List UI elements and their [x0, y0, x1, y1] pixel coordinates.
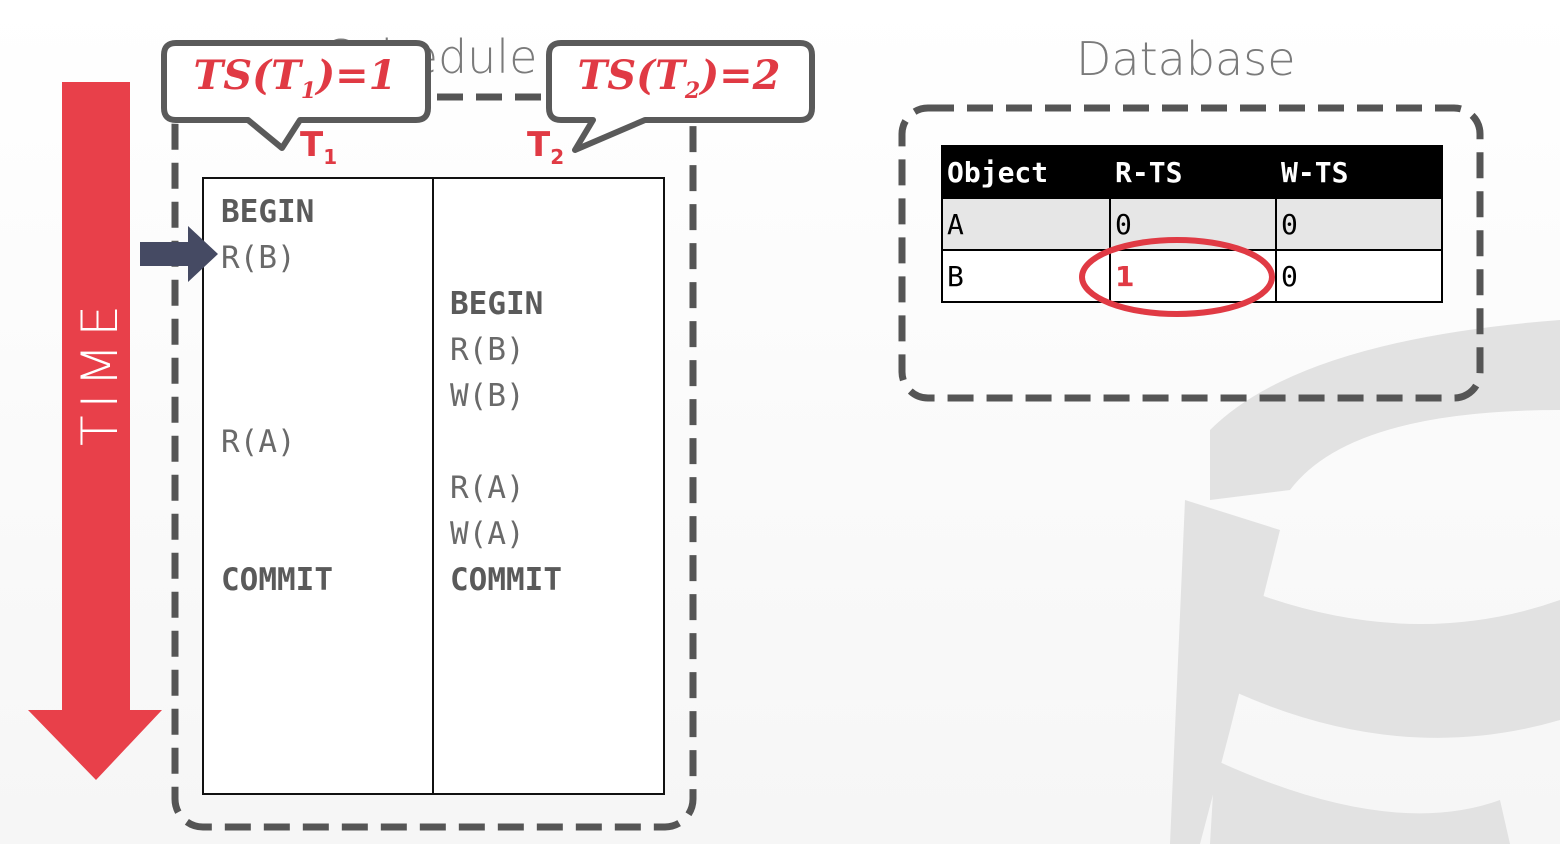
- t2-write-b: W(B): [450, 378, 525, 414]
- logo-top-band: [1210, 320, 1560, 500]
- t2-label: T2: [527, 125, 564, 169]
- row-a-w-ts: 0: [1275, 197, 1443, 251]
- schedule-frame: [171, 93, 697, 831]
- database-title: Database: [1076, 32, 1296, 86]
- t2-write-a: W(A): [450, 516, 525, 552]
- t1-label-letter: T: [300, 125, 324, 165]
- header-object: Object: [941, 145, 1111, 199]
- t2-label-letter: T: [527, 125, 551, 165]
- t2-read-b: R(B): [450, 332, 525, 368]
- callout-t2-bubble: [546, 40, 815, 153]
- logo-middle-band: [1200, 570, 1560, 738]
- callout-t1-sub: 1: [300, 78, 317, 104]
- row-b-r-ts: 1: [1109, 249, 1277, 303]
- t1-begin: BEGIN: [221, 194, 315, 230]
- database-frame: [898, 104, 1484, 402]
- t2-read-a: R(A): [450, 470, 525, 506]
- table-row: A 0 0: [941, 197, 1443, 251]
- callout-t2-sub: 2: [684, 78, 701, 104]
- t1-label: T1: [300, 125, 337, 169]
- t1-label-sub: 1: [323, 144, 338, 169]
- header-w-ts: W-TS: [1275, 145, 1443, 199]
- row-a-object: A: [941, 197, 1111, 251]
- callout-t2-suffix: )=2: [700, 52, 781, 99]
- time-arrow: [28, 82, 162, 780]
- callout-t2-text: TS(T2)=2: [550, 52, 808, 104]
- schedule-column-divider: [432, 179, 434, 793]
- callout-t1-bubble: [161, 40, 431, 151]
- callout-t1-suffix: )=1: [316, 52, 397, 99]
- t2-begin: BEGIN: [450, 286, 544, 322]
- table-row: B 1 0: [941, 249, 1443, 303]
- t1-read-b: R(B): [221, 240, 296, 276]
- logo-bottom-band: [1210, 760, 1510, 844]
- header-r-ts: R-TS: [1109, 145, 1277, 199]
- current-step-pointer-icon: [140, 226, 218, 282]
- callout-t1-prefix: TS(T: [193, 52, 301, 99]
- database-logo-watermark: [1170, 320, 1560, 844]
- time-label: TIME: [71, 297, 129, 446]
- t2-label-sub: 2: [550, 144, 565, 169]
- callout-t1-text: TS(T1)=1: [165, 52, 425, 104]
- schedule-table: [202, 177, 665, 795]
- row-b-w-ts: 0: [1275, 249, 1443, 303]
- t1-read-a: R(A): [221, 424, 296, 460]
- highlight-ellipse: [1079, 237, 1275, 317]
- t2-commit: COMMIT: [450, 562, 562, 598]
- t1-commit: COMMIT: [221, 562, 333, 598]
- callout-t2-prefix: TS(T: [577, 52, 685, 99]
- timestamp-table: Object R-TS W-TS A 0 0 B 1 0: [941, 145, 1443, 303]
